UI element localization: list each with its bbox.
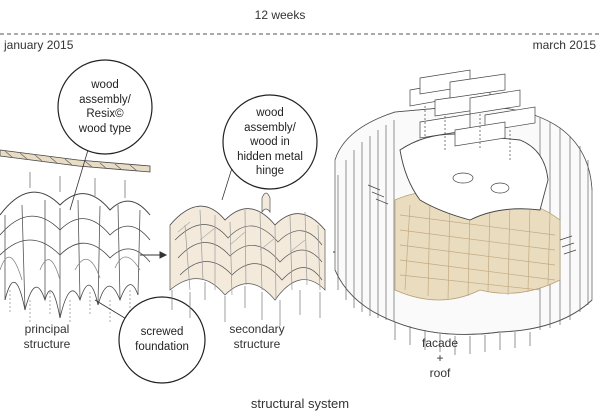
stage-label-line: secondary [229, 322, 285, 336]
stage-label-line: roof [429, 366, 451, 380]
callout-circle-foundation [118, 296, 206, 384]
callout-line: wood [91, 79, 119, 91]
facade-roof-drawing [334, 69, 593, 355]
timeline-start-date: january 2015 [4, 38, 74, 52]
callout-text-resix: wood assembly/ Resix© wood type [64, 78, 146, 136]
stage-label-line: structure [23, 337, 71, 351]
callout-line: wood [256, 107, 284, 119]
callout-line: hinge [255, 165, 285, 177]
timeline-end-date: march 2015 [532, 38, 596, 52]
secondary-structure-drawing [169, 192, 326, 326]
stage-label-secondary: secondary structure [212, 322, 302, 352]
callout-line: hidden metal [237, 150, 303, 163]
stage-label-line: + [436, 351, 444, 365]
callout-line: wood type [78, 122, 132, 135]
callout-line: screwed [140, 326, 184, 338]
callout-line: assembly/ [79, 93, 131, 106]
callout-line: foundation [135, 340, 189, 353]
callout-text-foundation: screwed foundation [122, 325, 202, 354]
stage-label-line: principal [24, 322, 70, 336]
stage-label-line: facade [421, 336, 459, 350]
diagram-caption: structural system [250, 396, 350, 411]
stage-label-facade-roof: facade + roof [410, 336, 470, 381]
callout-circle-hinge [222, 94, 318, 190]
callout-text-hinge: wood assembly/ wood in hidden metal hing… [226, 106, 314, 179]
callout-leader-line [69, 149, 89, 211]
callout-leader-line [94, 299, 129, 321]
stage-label-principal: principal structure [2, 322, 92, 352]
arrow-right-icon [140, 251, 168, 259]
callout-line: wood in [250, 136, 290, 148]
timeline-duration: 12 weeks [254, 8, 306, 22]
callout-circle-resix [57, 59, 153, 155]
stage-label-line: structure [233, 337, 281, 351]
callout-line: Resix© [86, 108, 124, 120]
callout-line: assembly/ [244, 121, 296, 134]
callout-leader-line [221, 167, 233, 201]
principal-structure-drawing [0, 149, 151, 322]
